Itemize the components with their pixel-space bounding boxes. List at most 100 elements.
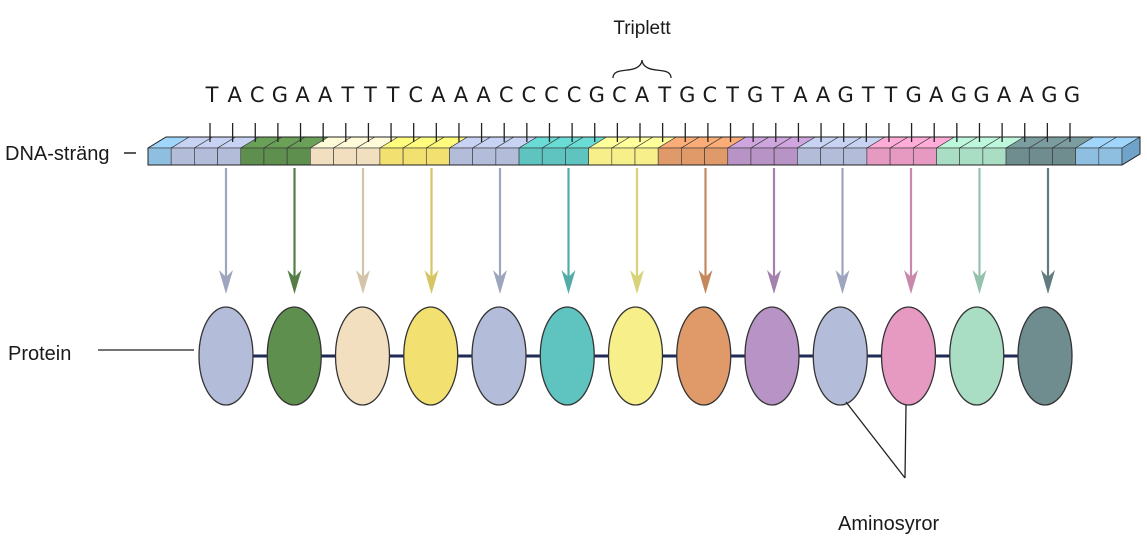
strand-segment xyxy=(774,148,797,165)
strand-segment xyxy=(1006,148,1029,165)
strand-segment xyxy=(310,148,333,165)
strand-segment xyxy=(1099,148,1122,165)
amino-acid-bead xyxy=(950,307,1004,405)
strand-segment xyxy=(380,148,403,165)
strand-segment xyxy=(148,148,171,165)
strand-segment xyxy=(449,148,472,165)
triplet-label: Triplett xyxy=(613,18,671,39)
strand-segment xyxy=(403,148,426,165)
dna-base: C xyxy=(499,83,514,107)
dna-base: T xyxy=(884,83,898,107)
dna-base: G xyxy=(951,83,967,107)
dna-base: G xyxy=(679,83,695,107)
dna-base: A xyxy=(454,83,469,107)
strand-segment xyxy=(218,148,241,165)
strand-segment xyxy=(1076,148,1099,165)
triplet-brace xyxy=(613,60,671,78)
strand-segment xyxy=(1052,148,1075,165)
dna-base: A xyxy=(1020,83,1035,107)
strand-segment xyxy=(936,148,959,165)
dna-base: G xyxy=(973,83,989,107)
dna-base: G xyxy=(589,83,605,107)
dna-base: G xyxy=(747,83,763,107)
amino-acid-bead xyxy=(404,307,458,405)
dna-base: G xyxy=(1041,83,1057,107)
dna-base: A xyxy=(816,83,831,107)
strand-segment xyxy=(960,148,983,165)
dna-base: C xyxy=(250,83,265,107)
amino-pointer-2 xyxy=(905,405,906,478)
dna-base: A xyxy=(476,83,491,107)
amino-acid-bead xyxy=(745,307,799,405)
strand-segment xyxy=(473,148,496,165)
amino-acids-label: Aminosyror xyxy=(838,513,939,535)
amino-acid-bead xyxy=(472,307,526,405)
strand-segment xyxy=(751,148,774,165)
dna-base: C xyxy=(522,83,537,107)
amino-acid-bead xyxy=(267,307,321,405)
strand-segment xyxy=(194,148,217,165)
dna-base: C xyxy=(567,83,582,107)
strand-segment xyxy=(658,148,681,165)
strand-segment xyxy=(983,148,1006,165)
strand-segment xyxy=(821,148,844,165)
strand-segment xyxy=(635,148,658,165)
strand-segment xyxy=(844,148,867,165)
dna-base: G xyxy=(272,83,288,107)
dna-base: C xyxy=(612,83,627,107)
dna-base: T xyxy=(340,83,354,107)
dna-base: T xyxy=(205,83,219,107)
dna-base: T xyxy=(386,83,400,107)
amino-acid-bead xyxy=(1018,307,1072,405)
strand-segment xyxy=(612,148,635,165)
dna-base: G xyxy=(1064,83,1080,107)
strand-segment xyxy=(542,148,565,165)
strand-segment xyxy=(519,148,542,165)
strand-segment xyxy=(1029,148,1052,165)
dna-base: T xyxy=(725,83,739,107)
strand-segment xyxy=(589,148,612,165)
amino-acid-bead xyxy=(540,307,594,405)
strand-segment xyxy=(287,148,310,165)
dna-base: C xyxy=(703,83,718,107)
amino-acid-bead xyxy=(677,307,731,405)
dna-base: T xyxy=(770,83,784,107)
strand-segment xyxy=(496,148,519,165)
dna-base: T xyxy=(657,83,671,107)
strand-segment xyxy=(728,148,751,165)
amino-acid-bead xyxy=(199,307,253,405)
strand-segment xyxy=(797,148,820,165)
protein-chain xyxy=(199,307,1072,405)
strand-segment xyxy=(334,148,357,165)
dna-base: A xyxy=(997,83,1012,107)
dna-base: A xyxy=(227,83,242,107)
dna-base: C xyxy=(408,83,423,107)
dna-base: A xyxy=(431,83,446,107)
dna-base: A xyxy=(793,83,808,107)
strand-segment xyxy=(357,148,380,165)
strand-segment xyxy=(681,148,704,165)
strand-segment xyxy=(241,148,264,165)
dna-base: T xyxy=(363,83,377,107)
protein-label: Protein xyxy=(8,343,71,365)
dna-base: G xyxy=(905,83,921,107)
strand-segment xyxy=(913,148,936,165)
dna-base: A xyxy=(295,83,310,107)
strand-segment xyxy=(867,148,890,165)
dna-base: A xyxy=(635,83,650,107)
strand-segment xyxy=(890,148,913,165)
amino-acid-bead xyxy=(813,307,867,405)
dna-base: A xyxy=(929,83,944,107)
strand-segment xyxy=(264,148,287,165)
strand-segment xyxy=(171,148,194,165)
strand-segment xyxy=(705,148,728,165)
dna-base: G xyxy=(838,83,854,107)
amino-acid-bead xyxy=(336,307,390,405)
amino-acid-bead xyxy=(609,307,663,405)
dna-base: C xyxy=(544,83,559,107)
arrows xyxy=(219,168,1055,294)
strand-segment xyxy=(426,148,449,165)
dna-base: A xyxy=(318,83,333,107)
